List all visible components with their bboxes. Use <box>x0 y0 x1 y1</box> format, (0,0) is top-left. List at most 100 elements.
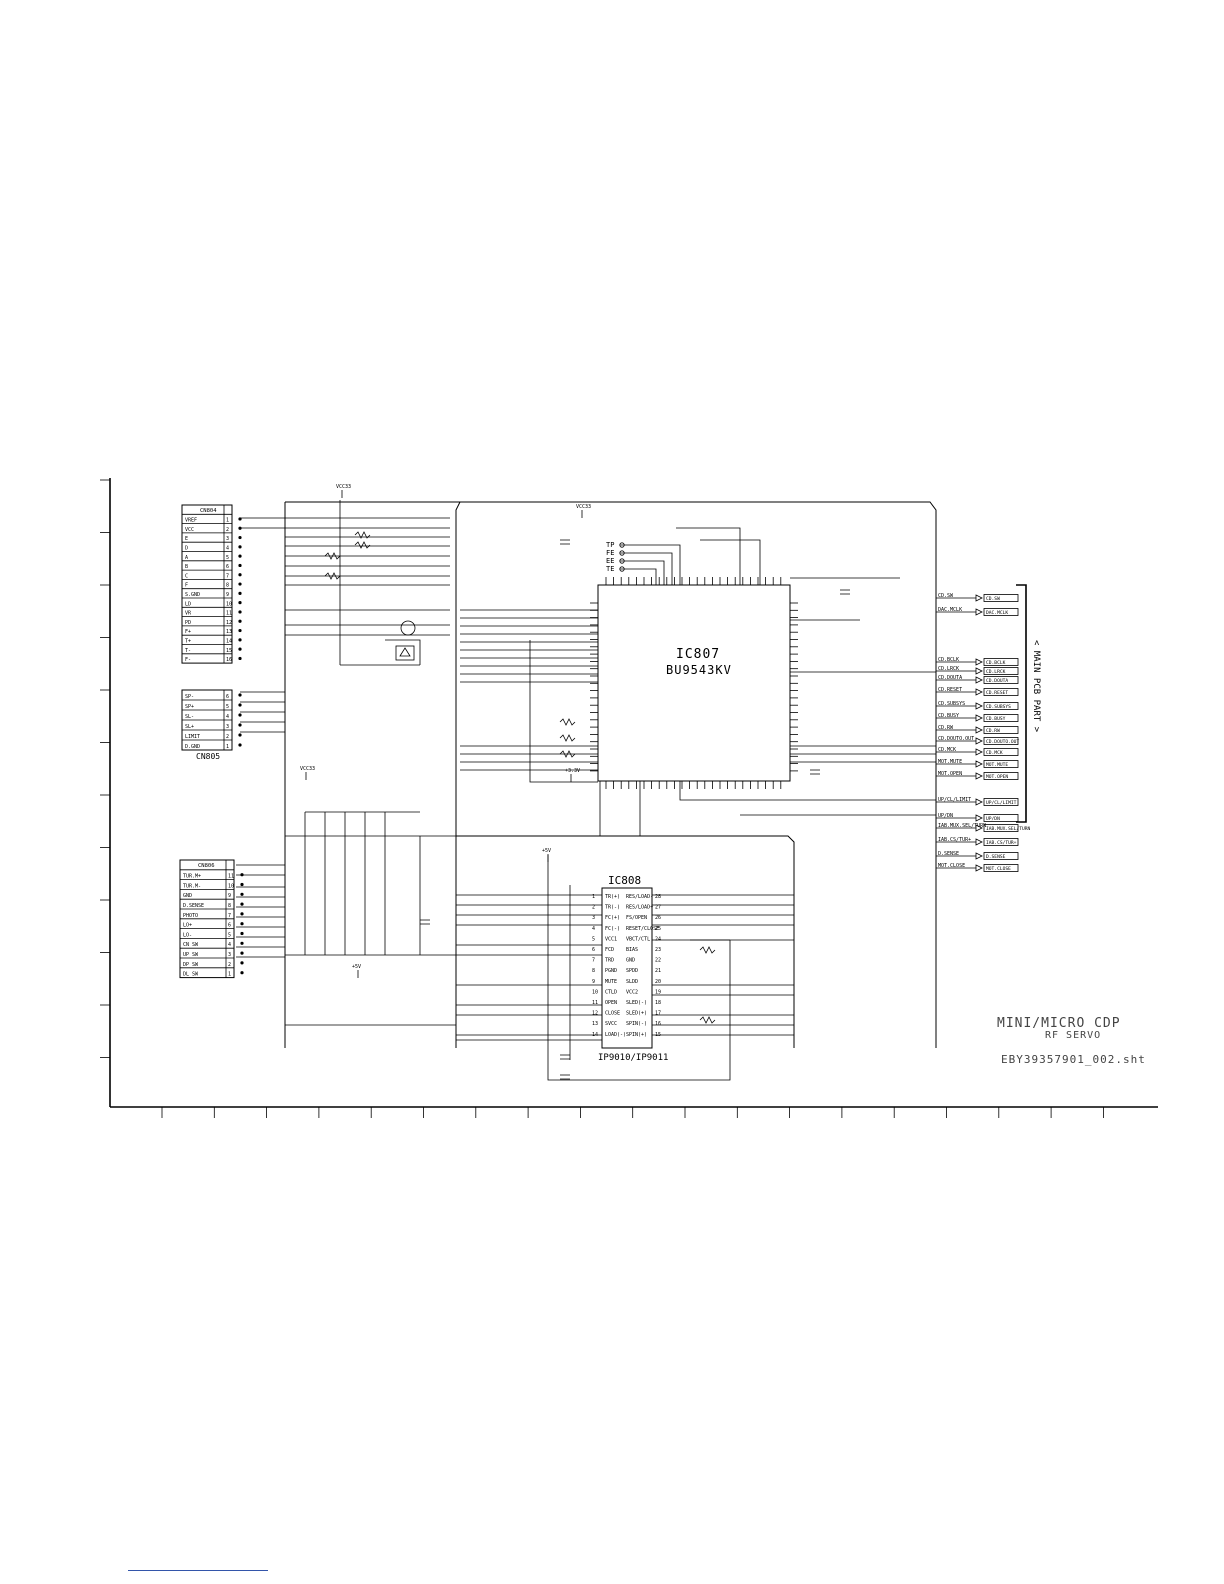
output-source-label: CD.BCLK <box>938 657 959 663</box>
connector-pin-number: 10 <box>226 601 232 607</box>
output-tag <box>983 838 1019 846</box>
ic808-pin-number: 19 <box>655 989 661 995</box>
connector-pin-number: 6 <box>226 694 229 700</box>
wiring <box>236 500 1027 1081</box>
connector-pin-signal: C <box>185 573 188 579</box>
connector-pin-dot <box>240 892 244 896</box>
connector-pin-dot <box>238 733 242 737</box>
ic808-pin-number: 16 <box>655 1021 661 1027</box>
output-arrow <box>975 772 983 780</box>
output-arrow <box>975 608 983 616</box>
output-source-label: MOT.OPEN <box>938 771 962 777</box>
output-arrow <box>975 737 983 745</box>
connector-pin-dot <box>238 628 242 633</box>
ic808-pin-number: 6 <box>592 947 595 953</box>
ic808-pin-signal: GND <box>626 958 635 964</box>
output-tag <box>983 737 1019 745</box>
connector-pin-dot <box>238 545 242 549</box>
ic808-pin-signal: FCD <box>605 947 614 953</box>
connector-pin-number: 10 <box>228 883 234 889</box>
connector-pin-number: 13 <box>226 629 232 635</box>
connector-pin-signal: VR <box>185 611 192 617</box>
output-arrow <box>975 667 983 675</box>
ic808-pin-signal: FC(+) <box>605 915 620 921</box>
ic808-pin-signal: VCC1 <box>605 936 617 942</box>
connector-pin-signal: PHOTO <box>183 913 198 919</box>
connector-pin-signal: F+ <box>185 629 191 635</box>
output-source-label: CD.SW <box>938 593 954 599</box>
connector-pin-dot <box>238 638 242 642</box>
output-arrow <box>975 676 983 684</box>
connector-pin-signal: E <box>185 536 188 542</box>
output-tag <box>983 676 1019 684</box>
output-arrow <box>975 688 983 696</box>
output-arrow <box>975 726 983 734</box>
connector-pin-dot <box>238 647 242 651</box>
output-source-label: UP/DN <box>938 813 953 819</box>
connector-pin-number: 11 <box>228 874 234 880</box>
output-label: CD.LRCK <box>986 669 1006 675</box>
output-labels: CD.SWCD.SWDAC.MCLKDAC.MCLKCD.BCLKCD.BCLK… <box>936 593 1030 872</box>
connector-pin-number: 3 <box>226 536 229 542</box>
ic808-ref: IC808 <box>608 874 641 887</box>
output-source-label: CD.LRCK <box>938 666 959 672</box>
ic808-pin-signal: VBCT/CTL <box>626 936 650 942</box>
output-source-label: IAB.CS/TUR+ <box>938 837 971 843</box>
connector-pin-dot <box>238 601 242 605</box>
connector-pin-dot <box>238 703 242 707</box>
section-boundaries <box>284 501 937 1048</box>
connector-pin-signal: TUR.M+ <box>183 874 201 880</box>
output-tag <box>983 726 1019 734</box>
ic808-pin-number: 13 <box>592 1021 598 1027</box>
ic808-pin-signal: BIAS <box>626 947 638 953</box>
output-label: MOT.CLOSE <box>986 866 1011 872</box>
output-label: MOT.MUTE <box>986 762 1008 768</box>
test-point-label: FE <box>606 549 614 557</box>
output-source-label: CD.SUBSYS <box>938 701 965 707</box>
connector-pin-signal: S.GND <box>185 592 200 598</box>
output-arrow <box>975 864 983 872</box>
connector-pin-number: 9 <box>226 592 229 598</box>
ic808-pin-signal: SLED(+) <box>626 1011 647 1017</box>
connector-pin-dot <box>240 971 244 975</box>
power-label: +3.3V <box>565 768 580 774</box>
connector-pin-number: 7 <box>228 913 231 919</box>
ic808-pin-number: 22 <box>655 958 661 964</box>
ic808-part: IP9010/IP9011 <box>598 1053 668 1063</box>
connector-pin-signal: D.SENSE <box>183 903 204 909</box>
connector-pin-number: 11 <box>226 611 232 617</box>
connector-pin-dot <box>238 582 242 586</box>
ic808-pin-number: 3 <box>592 915 595 921</box>
connector-pin-signal: B <box>185 564 188 570</box>
power-label: VCC33 <box>336 484 351 490</box>
footer-link-underline[interactable] <box>128 1570 268 1571</box>
ic808-pin-signal: LOAD(-) <box>605 1032 626 1038</box>
ic808-pin-number: 24 <box>655 936 661 942</box>
output-label: CD.DOUTA <box>986 678 1008 684</box>
connector-pin-number: 2 <box>228 962 231 968</box>
power-label: +5V <box>542 848 551 854</box>
ic807-part: BU9543KV <box>666 663 732 677</box>
connector-name: CN806 <box>198 863 215 869</box>
connector-pin-signal: LO- <box>183 932 192 938</box>
output-label: CD.BCLK <box>986 660 1006 666</box>
connector-pin-dot <box>240 961 244 965</box>
connector-pin-dot <box>238 743 242 747</box>
output-label: IAB.CS/TUR+ <box>986 840 1017 846</box>
connector-pin-signal: F- <box>185 657 191 663</box>
output-arrow <box>975 748 983 756</box>
connector-pin-signal: CN SW <box>183 942 199 948</box>
output-source-label: DAC.MCLK <box>938 607 962 613</box>
ic808-pin-number: 9 <box>592 979 595 985</box>
connector-pin-signal: UP SW <box>183 952 199 958</box>
test-point-label: TP <box>606 541 614 549</box>
connector-pin-number: 6 <box>228 923 231 929</box>
output-tag <box>983 688 1019 696</box>
connector-pin-number: 3 <box>226 724 229 730</box>
ic808-pin-number: 27 <box>655 905 661 911</box>
output-source-label: IAB.MUX.SEL/TURN <box>938 823 986 829</box>
